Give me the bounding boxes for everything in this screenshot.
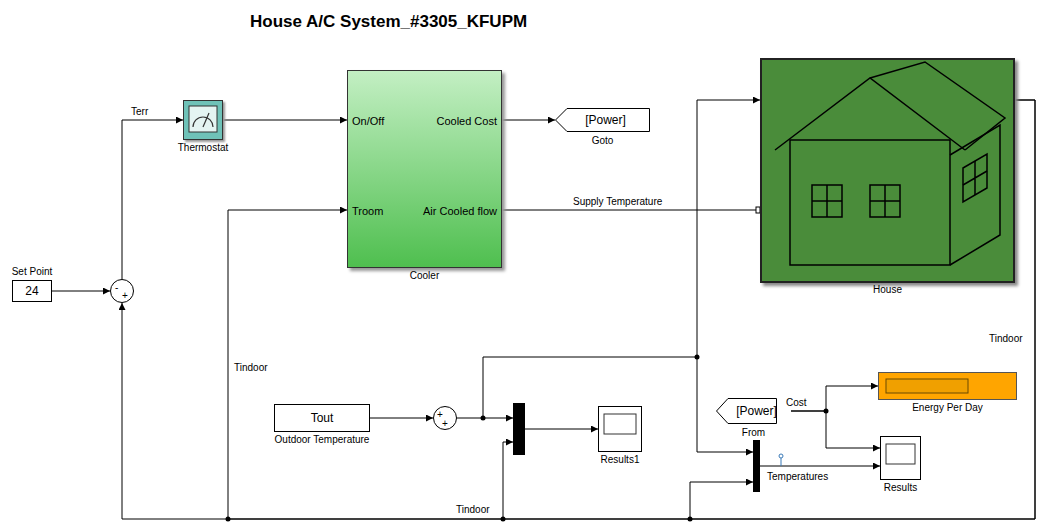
sum-circle: ++ [433, 406, 457, 430]
block-label: Troom [352, 205, 383, 217]
signal-name: Tindoor [455, 504, 491, 516]
block-label: Air Cooled flow [423, 205, 497, 217]
block-label: Cooled Cost [436, 115, 497, 127]
block-label: Set Point [12, 266, 53, 278]
signal-line [223, 120, 347, 121]
block-label: + [437, 409, 443, 421]
block-label: Cooler [410, 270, 439, 282]
from-workspace-block: ToutOutdoor Temperature [274, 404, 370, 432]
block-label: On/Off [352, 115, 384, 127]
block-label: Results [884, 482, 917, 494]
scope-screen [886, 444, 915, 464]
block-value: 24 [25, 284, 38, 298]
gauge-icon [189, 106, 217, 132]
block-label: House [873, 284, 902, 296]
mux-bar [513, 403, 525, 455]
block-value: [Power] [730, 404, 777, 418]
signal-line [122, 120, 183, 279]
signal-name: Temperatures [766, 471, 829, 483]
thermostat-block: Thermostat [183, 100, 223, 140]
scope-screen [604, 414, 636, 434]
signal-line [457, 100, 760, 418]
block-label: + [122, 290, 128, 302]
display-window [886, 379, 968, 393]
mux-bar [753, 440, 760, 492]
house-block: House [760, 58, 1015, 283]
block-label: - [115, 282, 118, 294]
junction-dots [226, 355, 829, 522]
block-label: Results1 [601, 454, 640, 466]
signal-line [791, 411, 880, 448]
sum-circle: -+ [110, 279, 134, 303]
signal-wires [483, 357, 880, 519]
scope-block: Results [880, 436, 921, 480]
signal-line [502, 210, 760, 211]
house-drawing [775, 62, 1005, 265]
constant-block: Set Point24 [12, 280, 52, 302]
scope-block: Results1 [598, 406, 642, 452]
signal-line [502, 120, 555, 121]
goto-tag: [Power]Goto [555, 108, 650, 132]
block-label: From [742, 427, 765, 439]
block-label: Thermostat [178, 142, 229, 154]
from-tag: [Power]From [716, 398, 791, 424]
display-block: Energy Per Day [878, 372, 1017, 400]
block-value: Tout [311, 411, 334, 425]
block-label: Goto [592, 135, 614, 147]
cooler-subsystem: On/OffCooled CostTroomAir Cooled flowCoo… [347, 70, 502, 268]
block-label: + [442, 418, 448, 430]
test-point-icon [779, 454, 783, 466]
block-label: Energy Per Day [912, 402, 983, 414]
signal-line [52, 291, 110, 292]
diagram-title: House A/C System_#3305_KFUPM [250, 12, 527, 32]
signal-name: Tindoor [988, 333, 1024, 345]
signal-name: Supply Temperature [572, 196, 663, 208]
block-label: Outdoor Temperature [275, 434, 370, 446]
signal-name: Tindoor [233, 362, 269, 374]
block-value: [Power] [579, 113, 626, 127]
signal-line [370, 418, 433, 419]
signal-name: Cost [785, 397, 808, 409]
signal-name: Terr [130, 106, 149, 118]
